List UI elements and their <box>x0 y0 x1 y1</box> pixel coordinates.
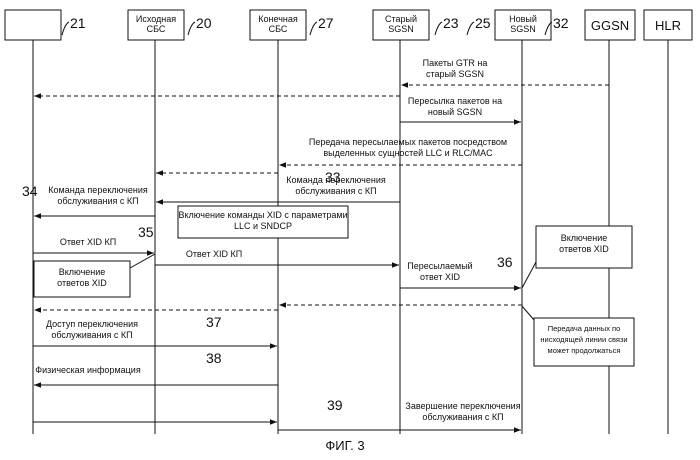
message-label-13: Физическая информация <box>35 365 141 375</box>
message-ref-9: 36 <box>497 254 513 270</box>
note-text-3: Передача данных понисходящей линии связи… <box>540 324 627 355</box>
message-ref-5: 33 <box>325 169 341 185</box>
note-box-3: Передача данных понисходящей линии связи… <box>522 306 634 366</box>
entity-name-ggsn: GGSN <box>591 18 629 33</box>
message-label-9: Пересылаемыйответ XID <box>407 261 472 282</box>
lifeline-hlr: HLR <box>644 10 692 434</box>
message-13: Физическая информация 38 <box>34 350 278 385</box>
message-7: Ответ XID КП 35 <box>33 224 154 253</box>
entity-ref-dst: 27 <box>318 15 334 31</box>
entity-ref-old: 23 <box>443 15 459 31</box>
entity-name-hlr: HLR <box>655 18 681 33</box>
message-label-15: Завершение переключенияобслуживания с КП <box>405 401 520 422</box>
message-label-8: Ответ XID КП <box>186 249 242 259</box>
message-label-0: Пакеты GTR настарый SGSN <box>423 58 488 79</box>
entity-ref-ms: 21 <box>70 15 86 31</box>
entity-ref-ggsn: 32 <box>553 15 569 31</box>
message-label-7: Ответ XID КП <box>60 237 116 247</box>
note-box-2: Включениеответов XID <box>34 254 155 297</box>
message-8: Ответ XID КП <box>155 249 399 265</box>
note-box-0: Включение команды XID с параметрамиLLC и… <box>178 206 348 238</box>
note-box-1: Включениеответов XID <box>522 226 632 288</box>
message-9: Пересылаемыйответ XID 36 <box>400 254 521 288</box>
message-ref-15: 39 <box>327 397 343 413</box>
message-0: Пакеты GTR настарый SGSN <box>401 58 609 85</box>
message-ref-12: 37 <box>206 314 222 330</box>
message-ref-7: 35 <box>138 224 154 240</box>
message-label-3: Передача пересылаемых пакетов посредство… <box>309 137 507 158</box>
message-6: Команда переключенияобслуживания с КП 34 <box>22 183 155 216</box>
entity-ref-leader-old <box>435 22 442 35</box>
entity-ref-leader-src <box>188 22 195 35</box>
note-leader-3 <box>522 306 534 320</box>
entity-ref-src: 20 <box>196 15 212 31</box>
entity-name-new: НовыйSGSN <box>509 14 537 34</box>
note-text-1: Включениеответов XID <box>559 233 609 254</box>
entity-ref-new: 25 <box>475 15 491 31</box>
figure-caption: ФИГ. 3 <box>325 438 364 453</box>
note-leader-1 <box>522 262 536 288</box>
entity-ref-leader-dst <box>310 22 317 35</box>
entity-ref-leader-ms <box>62 22 69 35</box>
message-ref-13: 38 <box>206 350 222 366</box>
entity-ref-leader-new <box>467 22 474 35</box>
message-2: Пересылка пакетов нановый SGSN <box>400 96 521 122</box>
note-text-2: Включениеответов XID <box>57 267 107 288</box>
entity-name-old: СтарыйSGSN <box>385 14 417 34</box>
entity-box-ms <box>5 10 61 40</box>
message-label-2: Пересылка пакетов нановый SGSN <box>408 96 502 117</box>
message-label-12: Доступ переключенияобслуживания с КП <box>46 319 138 340</box>
message-label-6: Команда переключенияобслуживания с КП <box>48 185 148 206</box>
message-ref-6: 34 <box>22 183 38 199</box>
lifeline-ggsn: GGSN 32 <box>545 10 635 434</box>
note-leader-2 <box>130 254 155 268</box>
